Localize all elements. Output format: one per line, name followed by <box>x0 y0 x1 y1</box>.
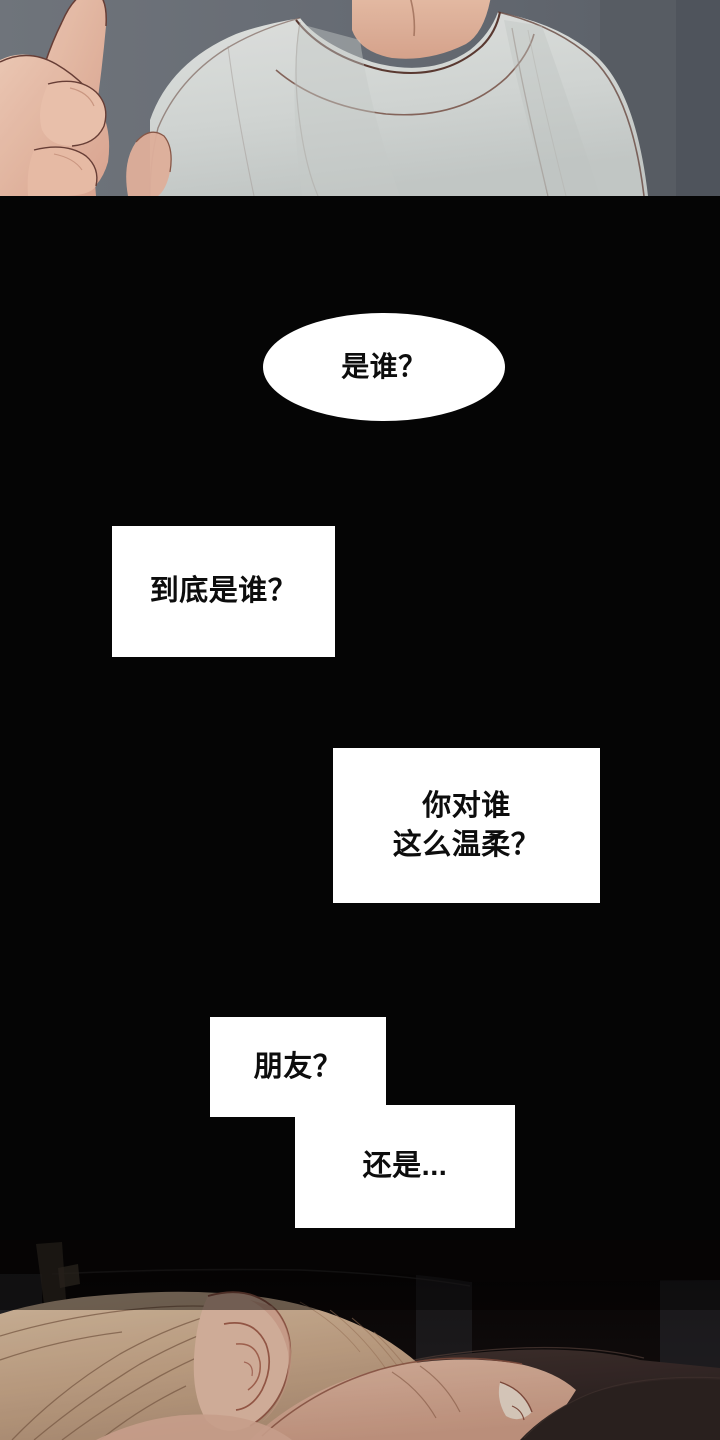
speech-bubble-3: 你对谁 这么温柔？ <box>333 748 600 903</box>
panel-top-shoulder-hand <box>0 0 720 196</box>
sleeping-head-illustration <box>0 1240 720 1440</box>
shoulder-hand-illustration <box>0 0 720 196</box>
speech-bubble-5: 还是... <box>295 1105 515 1228</box>
panel-bottom-sleeping-head <box>0 1240 720 1440</box>
speech-bubble-1: 是谁？ <box>263 313 505 421</box>
speech-bubble-2: 到底是谁？ <box>112 526 335 657</box>
speech-bubble-4: 朋友？ <box>210 1017 386 1117</box>
